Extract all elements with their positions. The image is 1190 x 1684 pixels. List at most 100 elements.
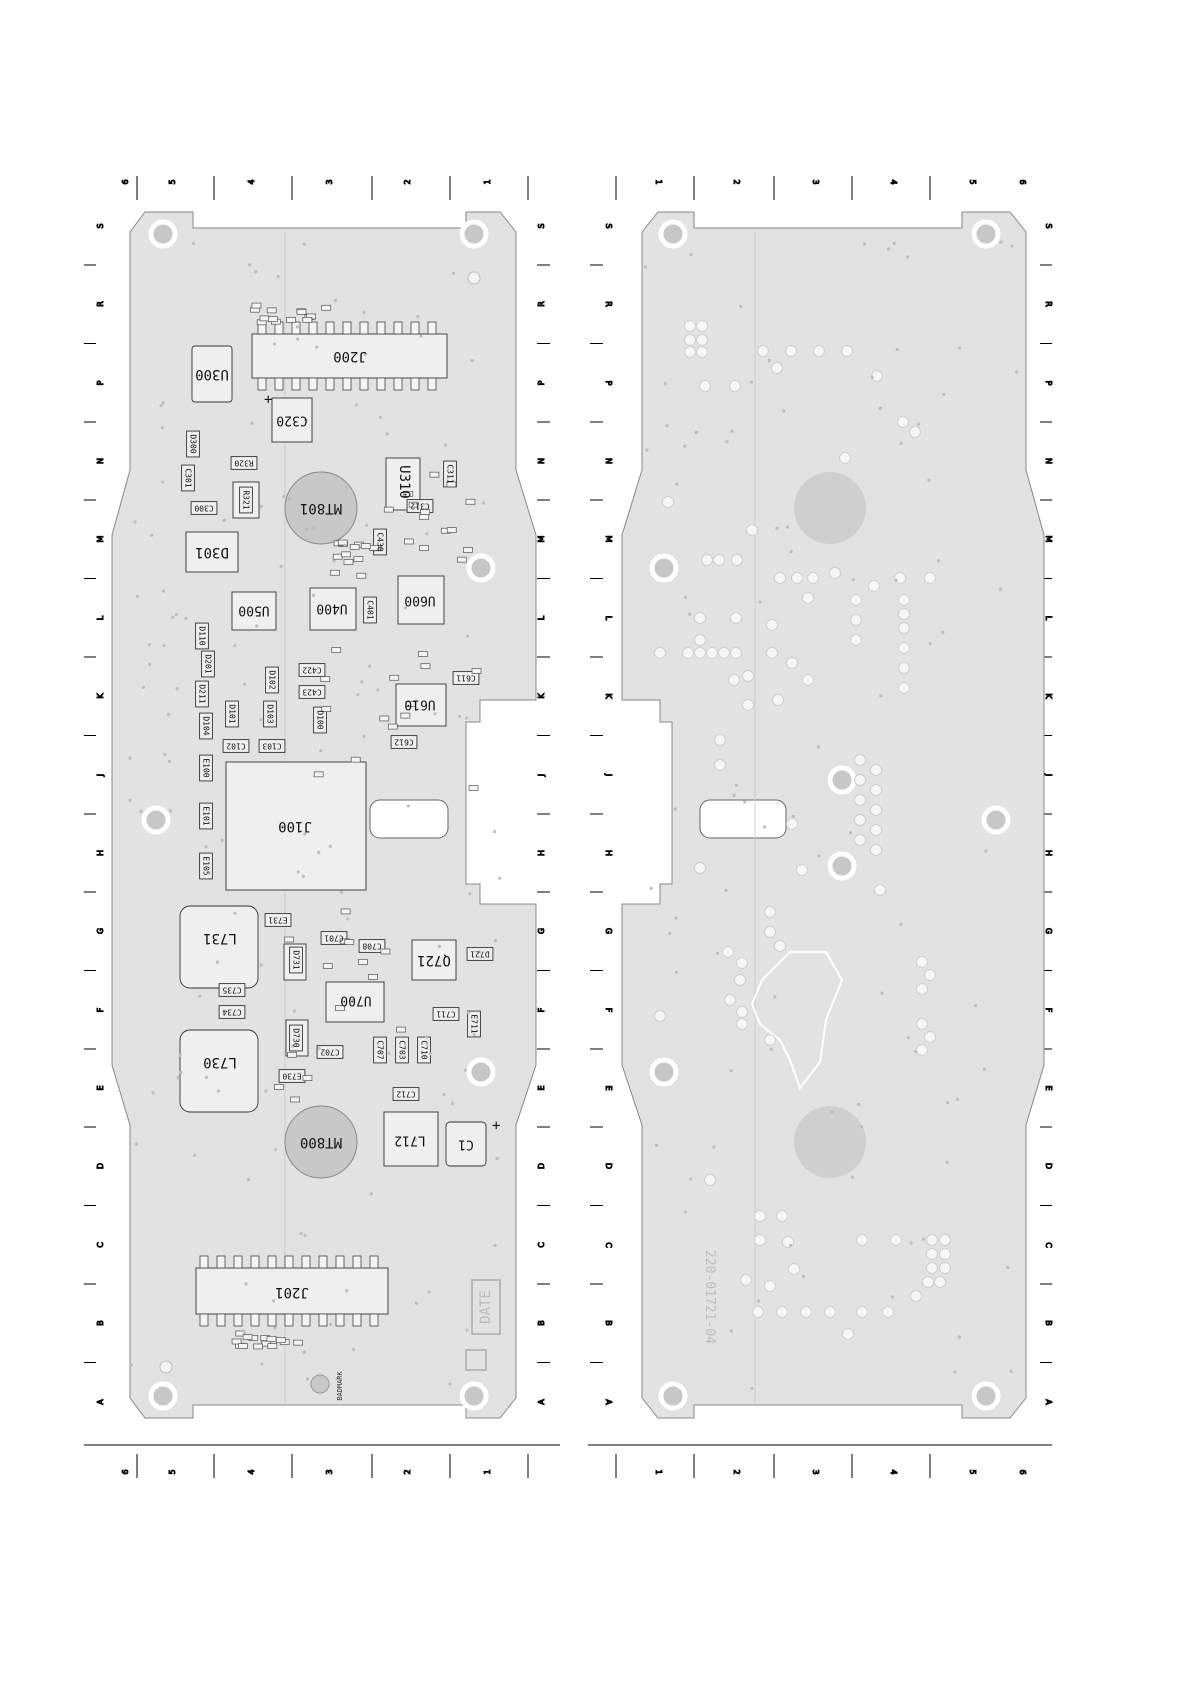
via: [178, 1053, 182, 1057]
via: [839, 452, 851, 464]
connector-pad: [427, 377, 437, 391]
mounting-hole: [971, 1381, 1001, 1411]
via: [786, 657, 798, 669]
via: [233, 643, 237, 648]
u700-designator: U700: [340, 993, 371, 1008]
smd-pad: [321, 706, 332, 712]
via: [857, 1102, 861, 1107]
date-box-tab: [465, 1349, 487, 1371]
via: [898, 642, 910, 654]
ruler-row-label: J: [537, 774, 546, 777]
via: [419, 334, 423, 338]
via: [302, 1350, 306, 1354]
smd-footprint: [195, 622, 209, 650]
j201-designator: J201: [275, 1284, 309, 1300]
mounting-hole: [981, 805, 1011, 835]
smd-pad: [268, 316, 278, 322]
c301-designator: C301: [184, 468, 193, 487]
via: [472, 1032, 476, 1037]
via: [791, 814, 795, 819]
d103-designator: D103: [266, 704, 275, 723]
via: [162, 643, 166, 648]
ruler-row-label: C: [537, 1242, 546, 1248]
via: [854, 774, 866, 786]
smd-pad: [286, 317, 296, 323]
via: [743, 800, 747, 804]
via: [850, 634, 862, 646]
connector-pad: [325, 377, 335, 391]
smd-footprint: [222, 739, 250, 753]
via: [928, 641, 932, 646]
via: [668, 931, 672, 936]
c401-designator: C401: [366, 600, 375, 619]
connector-pad: [376, 377, 386, 391]
via: [736, 1018, 748, 1030]
smd-pad: [343, 559, 354, 565]
via: [775, 526, 779, 530]
via: [495, 1156, 499, 1161]
connector-pad: [335, 1313, 345, 1327]
ruler-row-label: L: [604, 616, 613, 621]
via: [870, 764, 882, 776]
via: [356, 693, 360, 697]
u610-body: [395, 683, 447, 727]
via: [772, 694, 784, 706]
j200-connector: [251, 321, 448, 391]
via: [292, 1009, 296, 1013]
connector-pad: [284, 1255, 294, 1269]
smd-pad: [420, 663, 431, 670]
ruler-row-label: D: [96, 1163, 105, 1169]
c703-designator: C703: [398, 1040, 407, 1059]
connector-pad: [369, 1313, 379, 1327]
c735-designator: C735: [222, 986, 241, 995]
via: [769, 1047, 773, 1051]
via: [701, 554, 713, 566]
connector-pad: [301, 1255, 311, 1269]
via: [742, 699, 754, 711]
via: [894, 572, 906, 584]
badmark-dot: [310, 1374, 330, 1394]
via: [887, 247, 891, 251]
smd-pad: [267, 1343, 278, 1349]
u500-designator: U500: [238, 603, 269, 618]
connector-pad: [216, 1313, 226, 1327]
via: [242, 682, 247, 686]
via: [654, 647, 666, 659]
via: [161, 589, 166, 593]
j100-designator: J100: [278, 818, 312, 834]
part-number-label: 220-01721-04: [702, 1250, 717, 1344]
via: [674, 970, 679, 975]
smd-pad: [358, 959, 368, 965]
via: [730, 647, 742, 659]
ruler-row-label: A: [537, 1399, 546, 1405]
smd-footprint: [417, 1036, 431, 1064]
via: [696, 346, 708, 358]
via: [259, 963, 263, 967]
via: [791, 572, 803, 584]
via: [982, 1067, 986, 1071]
e101-designator: E101: [202, 806, 211, 825]
via: [304, 418, 308, 422]
via: [824, 1306, 836, 1318]
via: [897, 416, 909, 428]
via: [732, 793, 736, 797]
via: [999, 587, 1003, 591]
via: [443, 443, 448, 447]
via: [856, 1306, 868, 1318]
connector-pad: [291, 377, 301, 391]
via: [689, 253, 693, 257]
smd-footprint: [452, 671, 480, 685]
c701-designator: C701: [324, 934, 343, 943]
via: [939, 1234, 951, 1246]
via: [129, 1363, 134, 1367]
via: [870, 804, 882, 816]
connector-pad: [410, 321, 420, 335]
via: [663, 382, 667, 386]
mt801-disc: [284, 471, 358, 545]
via: [728, 674, 740, 686]
smd-footprint: [258, 739, 286, 753]
via: [882, 1306, 894, 1318]
smd-pad: [400, 712, 411, 719]
via: [428, 1052, 432, 1056]
via: [771, 362, 783, 374]
